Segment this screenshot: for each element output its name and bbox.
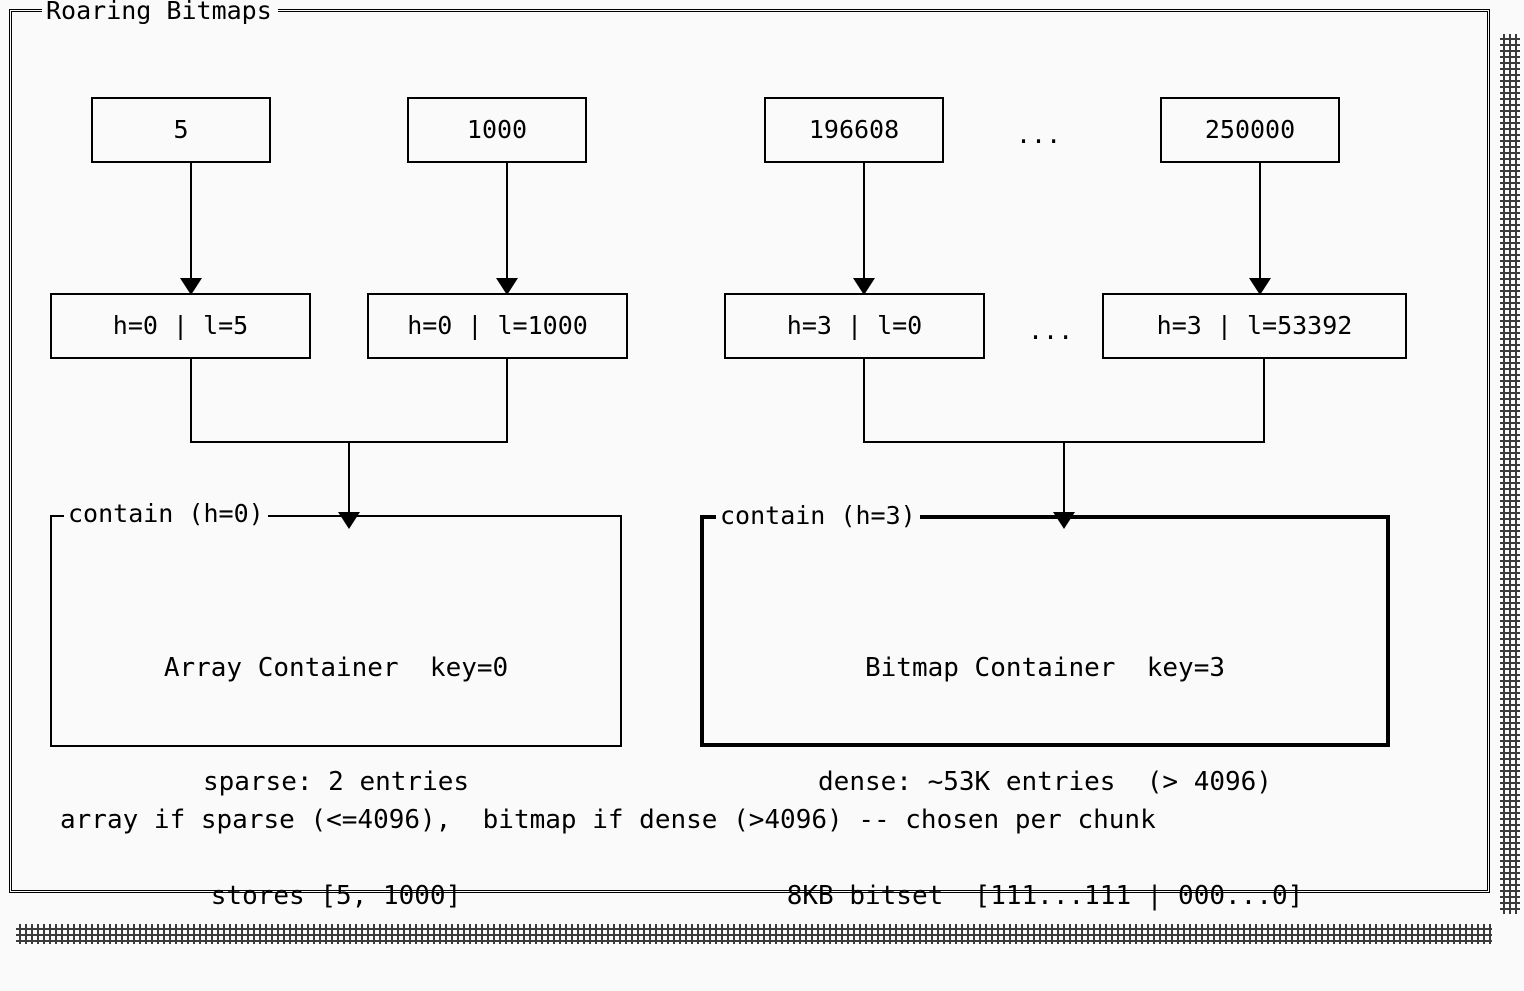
split-box-h0-l1000: h=0 | l=1000 <box>367 293 628 359</box>
value-box-250000: 250000 <box>1160 97 1340 163</box>
horizontal-scrollbar[interactable] <box>16 924 1492 944</box>
split-box-label: h=0 | l=1000 <box>407 311 588 340</box>
arrow-250000-to-split-icon <box>1249 278 1271 295</box>
connector-250000-to-split <box>1259 163 1261 281</box>
merge-drop-h0 <box>348 441 350 515</box>
arrow-196608-to-split-icon <box>853 278 875 295</box>
array-container-body: Array Container key=0 sparse: 2 entries … <box>52 573 620 991</box>
bitmap-container-group-label: contain (h=3) <box>716 503 920 529</box>
array-container-group-label: contain (h=0) <box>64 501 268 527</box>
value-box-label: 5 <box>173 115 189 144</box>
bitmap-container-line-3: 8KB bitset [111...111 | 000...0] <box>786 881 1304 911</box>
split-box-label: h=0 | l=5 <box>112 311 249 340</box>
value-box-label: 1000 <box>466 115 528 144</box>
value-box-5: 5 <box>91 97 271 163</box>
bitmap-container-body: Bitmap Container key=3 dense: ~53K entri… <box>704 573 1386 991</box>
bitmap-container-line-2: dense: ~53K entries (> 4096) <box>818 767 1272 797</box>
value-box-label: 196608 <box>808 115 900 144</box>
merge-stem-h0-l1000 <box>506 359 508 442</box>
array-container-line-1: Array Container key=0 <box>163 653 509 683</box>
connector-196608-to-split <box>863 163 865 281</box>
connector-1000-to-split <box>506 163 508 281</box>
value-box-label: 250000 <box>1204 115 1296 144</box>
arrow-1000-to-split-icon <box>496 278 518 295</box>
split-box-label: h=3 | l=53392 <box>1156 311 1353 340</box>
merge-drop-h3 <box>1063 441 1065 515</box>
vertical-scrollbar[interactable] <box>1500 34 1520 914</box>
value-box-196608: 196608 <box>764 97 944 163</box>
arrow-5-to-split-icon <box>180 278 202 295</box>
merge-stem-h3-l0 <box>863 359 865 442</box>
roaring-bitmaps-panel: Roaring Bitmaps 5 1000 196608 ... 250000… <box>9 0 1490 911</box>
split-box-label: h=3 | l=0 <box>786 311 923 340</box>
array-container-line-2: sparse: 2 entries <box>202 767 470 797</box>
diagram-caption: array if sparse (<=4096), bitmap if dens… <box>60 805 1156 835</box>
array-container-line-3: stores [5, 1000] <box>210 881 462 911</box>
ellipsis-splits: ... <box>1028 316 1074 345</box>
array-container-group: contain (h=0) Array Container key=0 spar… <box>50 501 622 911</box>
split-box-h3-l53392: h=3 | l=53392 <box>1102 293 1407 359</box>
bitmap-container-group: contain (h=3) Bitmap Container key=3 den… <box>700 503 1390 911</box>
ellipsis-values: ... <box>1016 120 1062 149</box>
split-box-h3-l0: h=3 | l=0 <box>724 293 985 359</box>
diagram-canvas: Roaring Bitmaps 5 1000 196608 ... 250000… <box>9 0 1520 944</box>
value-box-1000: 1000 <box>407 97 587 163</box>
split-box-h0-l5: h=0 | l=5 <box>50 293 311 359</box>
connector-5-to-split <box>190 163 192 281</box>
bitmap-container-line-1: Bitmap Container key=3 <box>864 653 1226 683</box>
merge-stem-h0-l5 <box>190 359 192 442</box>
merge-stem-h3-l53392 <box>1263 359 1265 442</box>
panel-title: Roaring Bitmaps <box>42 0 278 24</box>
